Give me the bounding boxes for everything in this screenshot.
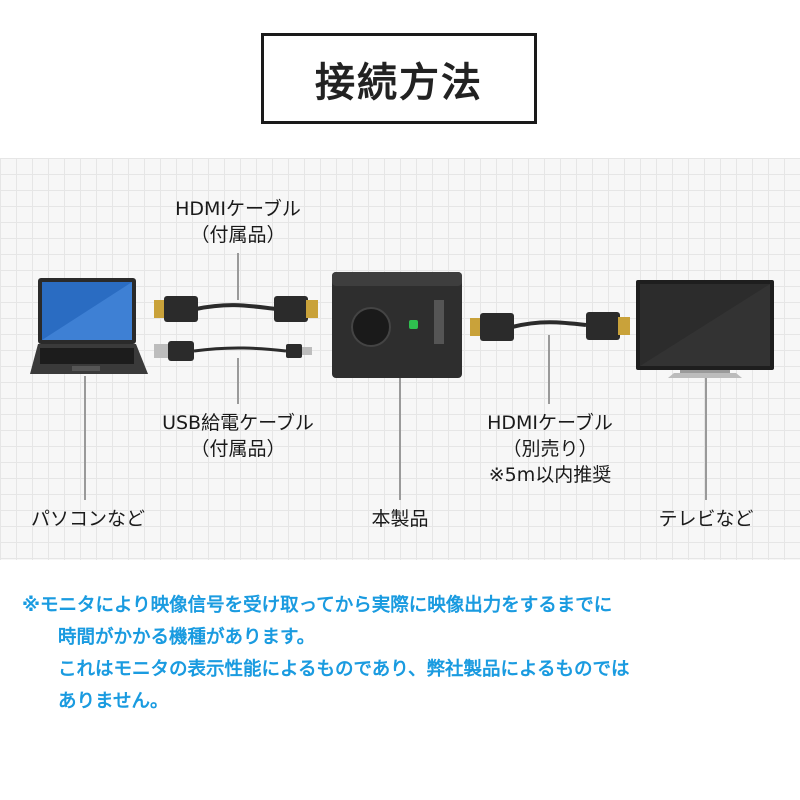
notice-line-3: これはモニタの表示性能によるものであり、弊社製品によるものでは xyxy=(58,659,630,680)
product-switch-icon xyxy=(332,272,462,378)
hdmi-cable-sold-icon xyxy=(470,312,630,341)
notice-line-4: ありません。 xyxy=(58,691,169,712)
laptop-icon xyxy=(30,278,148,374)
page-title: 接続方法 xyxy=(261,33,537,124)
leader-lines xyxy=(84,253,707,500)
tv-label: テレビなど xyxy=(658,508,754,530)
usb-power-label: USB給電ケーブル （付属品） xyxy=(162,412,314,460)
tv-icon xyxy=(636,280,774,378)
product-label: 本製品 xyxy=(371,508,429,530)
notice-line-1: ※モニタにより映像信号を受け取ってから実際に映像出力をするまでに xyxy=(22,595,613,616)
hdmi-cable-included-icon xyxy=(154,296,318,322)
hdmi-sold-label: HDMIケーブル （別売り） ※5m以内推奨 xyxy=(487,412,613,486)
usb-cable-icon xyxy=(154,341,312,361)
notice-text: ※モニタにより映像信号を受け取ってから実際に映像出力をするまでに 時間がかかる機… xyxy=(22,590,782,718)
pc-label: パソコンなど xyxy=(30,508,145,530)
notice-line-2: 時間がかかる機種があります。 xyxy=(58,627,316,648)
hdmi-included-label: HDMIケーブル （付属品） xyxy=(175,198,301,246)
